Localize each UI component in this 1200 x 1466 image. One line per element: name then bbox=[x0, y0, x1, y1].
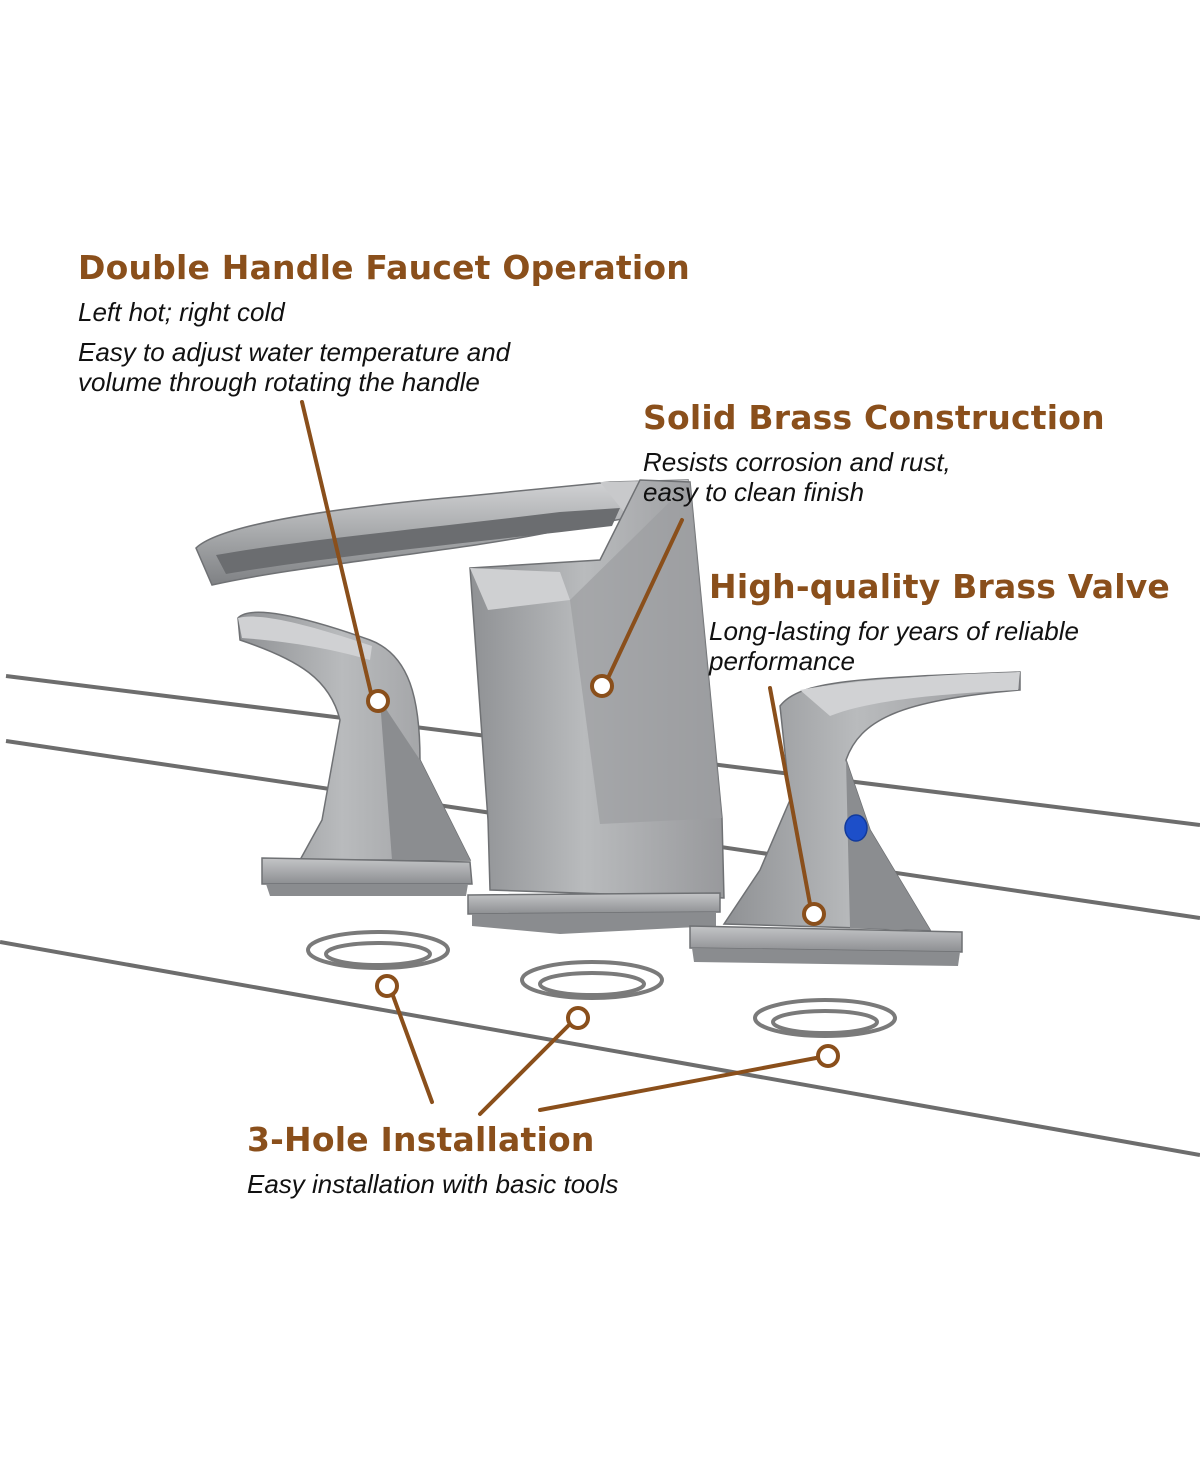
faucet bbox=[195, 479, 1021, 966]
hole-left bbox=[306, 930, 450, 970]
leader-construction bbox=[606, 518, 684, 680]
left-handle bbox=[237, 611, 472, 861]
callout-construction: Solid Brass Construction Resists corrosi… bbox=[643, 399, 1105, 507]
hole-center bbox=[520, 960, 664, 1000]
mounting-holes bbox=[306, 930, 897, 1038]
callout-valve-line1: Long-lasting for years of reliable bbox=[709, 615, 1079, 646]
faucet-center-base bbox=[467, 892, 721, 934]
callout-valve: High-quality Brass Valve Long-lasting fo… bbox=[709, 568, 1170, 676]
hole-right bbox=[753, 998, 897, 1038]
left-handle-base bbox=[261, 857, 473, 896]
ring-marker-icon bbox=[566, 1006, 590, 1030]
callout-installation-line1: Easy installation with basic tools bbox=[247, 1168, 619, 1199]
callout-operation-line1: Left hot; right cold bbox=[78, 296, 285, 327]
ring-marker-icon bbox=[366, 689, 390, 713]
leader-operation bbox=[300, 400, 373, 695]
callout-installation-title: 3-Hole Installation bbox=[247, 1120, 595, 1159]
callout-operation-line2: Easy to adjust water temperature and bbox=[78, 336, 511, 367]
callout-valve-title: High-quality Brass Valve bbox=[709, 567, 1170, 606]
ring-marker-icon bbox=[590, 674, 614, 698]
callout-operation-line3: volume through rotating the handle bbox=[78, 366, 480, 397]
markers bbox=[366, 674, 840, 1068]
leader-hole-center bbox=[478, 1022, 572, 1116]
leader-valve bbox=[768, 686, 812, 906]
ring-marker-icon bbox=[802, 902, 826, 926]
leader-hole-right bbox=[538, 1056, 818, 1112]
callout-installation: 3-Hole Installation Easy installation wi… bbox=[247, 1121, 618, 1199]
callout-construction-line1: Resists corrosion and rust, bbox=[643, 446, 951, 477]
right-handle bbox=[722, 671, 1021, 931]
callout-operation-title: Double Handle Faucet Operation bbox=[78, 248, 690, 287]
leader-hole-left bbox=[390, 991, 434, 1104]
callout-operation: Double Handle Faucet Operation Left hot;… bbox=[78, 249, 690, 397]
right-handle-base bbox=[689, 925, 963, 966]
leader-lines bbox=[300, 400, 818, 1116]
ring-marker-icon bbox=[375, 974, 399, 998]
ring-marker-icon bbox=[816, 1044, 840, 1068]
callout-construction-line2: easy to clean finish bbox=[643, 476, 865, 507]
callout-valve-line2: performance bbox=[709, 645, 855, 676]
callout-construction-title: Solid Brass Construction bbox=[643, 398, 1105, 437]
cold-indicator-icon bbox=[844, 814, 868, 842]
